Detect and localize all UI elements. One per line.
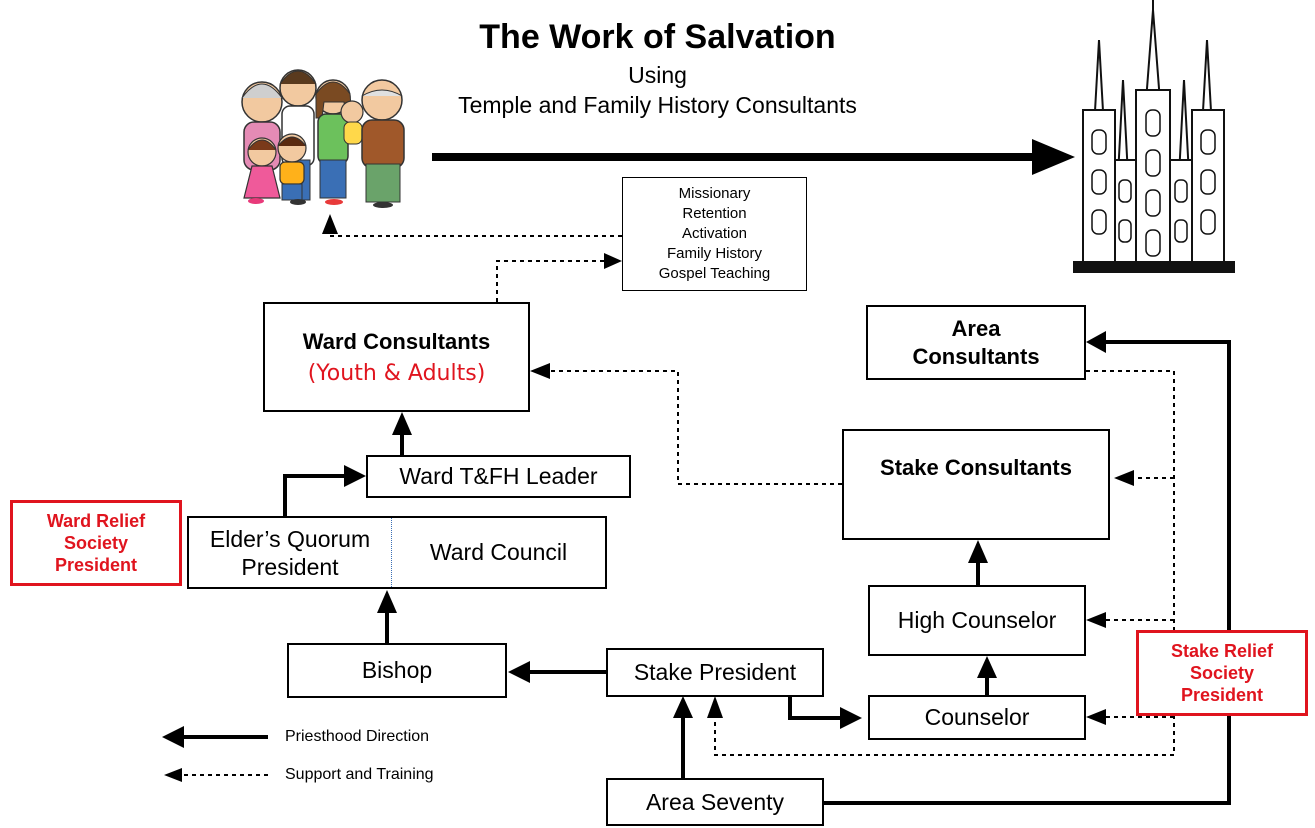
ward-consultants-to-goals-dotted-arrow [496, 253, 622, 302]
stake-president-to-bishop-arrow [508, 661, 606, 683]
area-seventy-to-stake-president-arrow [673, 696, 693, 778]
elders-quorum-label-line2: President [241, 553, 339, 580]
legend-priesthood-label: Priesthood Direction [285, 728, 430, 745]
goal-item: Gospel Teaching [658, 265, 771, 282]
area-seventy-box: Area Seventy [606, 778, 824, 826]
ward-consultants-label: Ward Consultants [302, 328, 491, 354]
stake-to-ward-consultants-dotted-arrow [530, 363, 842, 485]
high-counselor-box: High Counselor [868, 585, 1086, 656]
family-to-temple-arrow [432, 139, 1075, 175]
ward-rs-line1: Ward Relief [46, 511, 146, 531]
stake-president-to-counselor-arrow [788, 697, 862, 729]
area-consultants-label-line1: Area [951, 315, 1001, 341]
ward-consultants-sublabel: (Youth & Adults) [307, 360, 486, 386]
ward-tfh-leader-label: Ward T&FH Leader [399, 463, 598, 489]
ward-leader-to-ward-consultants-arrow [392, 412, 412, 455]
goal-item: Family History [666, 245, 762, 262]
legend-support-label: Support and Training [285, 766, 434, 783]
bishop-label: Bishop [361, 657, 433, 683]
family-icon [241, 69, 405, 208]
diagram-subtitle-line2: Temple and Family History Consultants [458, 92, 857, 118]
ward-relief-society-callout: Ward Relief Society President [10, 500, 182, 586]
area-seventy-label: Area Seventy [645, 788, 785, 815]
elders-quorum-to-ward-leader-arrow [283, 465, 366, 516]
stake-consultants-box: Stake Consultants [842, 429, 1110, 540]
stake-relief-society-callout: Stake Relief Society President [1136, 630, 1308, 716]
ward-council-label: Ward Council [429, 539, 568, 565]
temple-icon [1073, 0, 1235, 273]
stake-president-box: Stake President [606, 648, 824, 697]
counselor-box: Counselor [868, 695, 1086, 740]
high-counselor-to-stake-consultants-arrow [968, 540, 988, 585]
stake-rs-line3: President [1180, 685, 1264, 705]
ward-tfh-leader-box: Ward T&FH Leader [366, 455, 631, 498]
ward-council-box: Elder’s Quorum President Ward Council [187, 516, 607, 589]
goals-box: Missionary Retention Activation Family H… [622, 177, 807, 291]
goals-to-family-dotted-arrow [322, 214, 622, 237]
stake-rs-line1: Stake Relief [1170, 641, 1274, 661]
ward-rs-line2: Society [63, 533, 129, 553]
stake-consultants-label: Stake Consultants [880, 455, 1072, 480]
goal-item: Missionary [678, 185, 751, 202]
ward-consultants-box: Ward Consultants (Youth & Adults) [263, 302, 530, 412]
high-counselor-label: High Counselor [897, 607, 1057, 633]
elders-quorum-president-cell: Elder’s Quorum President [189, 518, 392, 587]
elders-quorum-label-line1: Elder’s Quorum [209, 525, 371, 552]
counselor-label: Counselor [924, 704, 1030, 730]
stake-rs-line2: Society [1189, 663, 1255, 683]
area-consultants-label-line2: Consultants [912, 343, 1040, 369]
area-consultants-box: Area Consultants [866, 305, 1086, 380]
diagram-title: The Work of Salvation [479, 18, 836, 56]
counselor-to-high-counselor-arrow [977, 656, 997, 695]
area-consultants-dotted-support [707, 370, 1175, 756]
diagram-subtitle-line1: Using [628, 62, 687, 88]
ward-rs-line3: President [54, 555, 138, 575]
goal-item: Retention [682, 205, 747, 222]
area-seventy-to-area-consultants-arrow [824, 331, 1231, 805]
legend-dotted-arrow [164, 768, 268, 782]
bishop-box: Bishop [287, 643, 507, 698]
stake-president-label: Stake President [633, 659, 797, 685]
goal-item: Activation [681, 225, 748, 242]
legend-solid-arrow [162, 726, 268, 748]
bishop-to-elders-quorum-arrow [377, 590, 397, 643]
